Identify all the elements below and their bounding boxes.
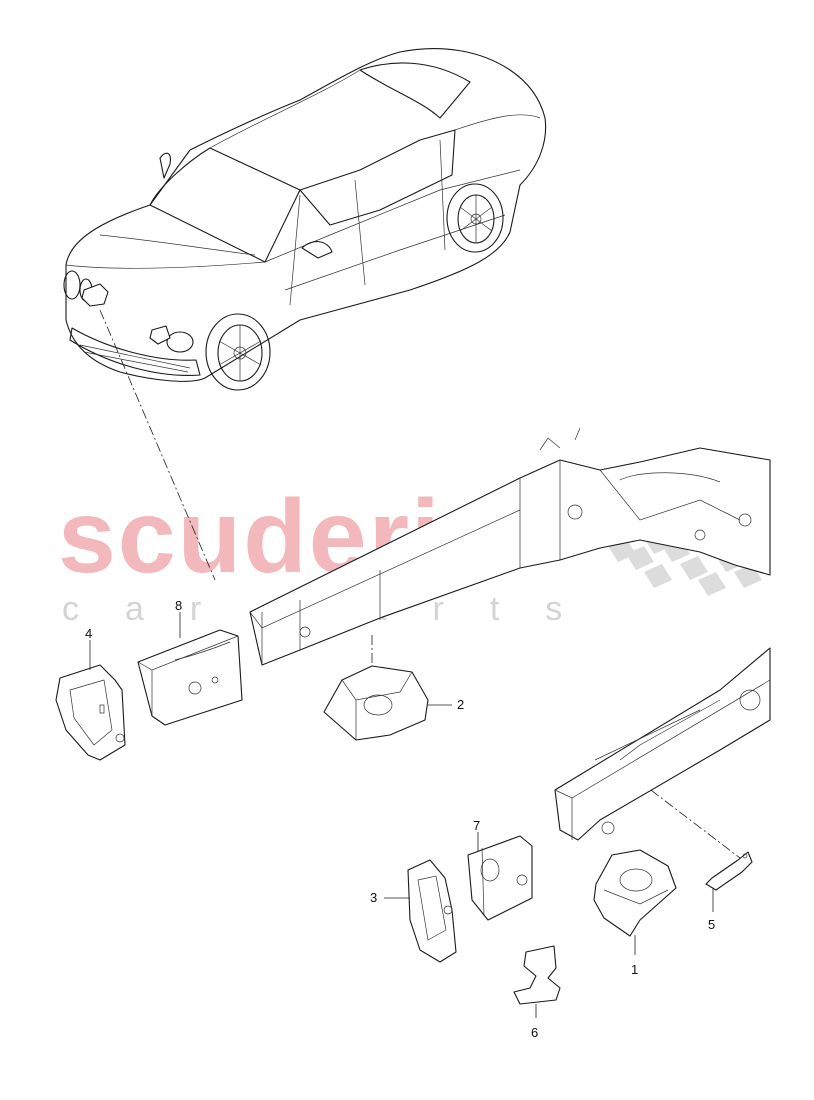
part-6: [513, 945, 561, 1005]
part-1: [593, 849, 677, 937]
car-to-part-leader: [99, 309, 216, 581]
lower-side-member: [554, 647, 771, 841]
callout-5: 5: [708, 917, 715, 932]
callout-4: 4: [85, 626, 92, 641]
car-illustration: [63, 48, 547, 391]
callout-7: 7: [473, 818, 480, 833]
part-4: [55, 664, 126, 761]
callouts: 8 4 2 3 7 5 1 6: [85, 598, 715, 1040]
part-2: [323, 665, 429, 741]
part-5: [705, 851, 753, 891]
callout-2: 2: [457, 697, 464, 712]
callout-6: 6: [531, 1025, 538, 1040]
part-3: [407, 859, 457, 963]
part-7: [467, 835, 533, 921]
upper-side-member: [249, 427, 771, 666]
callout-1: 1: [631, 962, 638, 977]
callout-8: 8: [175, 598, 182, 613]
part-8: [137, 629, 243, 726]
callout-3: 3: [370, 890, 377, 905]
